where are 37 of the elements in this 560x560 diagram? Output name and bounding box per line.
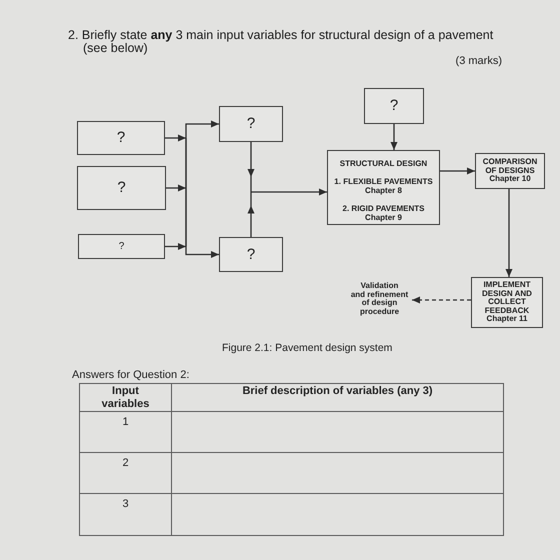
annotation-text: Validation and refinement of design procedure (347, 282, 412, 317)
process-box (471, 277, 543, 328)
process-box (364, 88, 424, 124)
process-box (327, 150, 440, 225)
box-label: ? (246, 246, 256, 264)
column-header: Input variables (79, 383, 172, 412)
arrow (185, 138, 219, 258)
process-box (219, 106, 283, 142)
box-label: ? (117, 179, 126, 197)
figure-caption: Figure 2.1: Pavement design system (222, 342, 392, 354)
box-label: 2. RIGID PAVEMENTS Chapter 9 (342, 204, 426, 222)
process-box (219, 237, 283, 272)
section-label: Answers for Question 2: (72, 369, 190, 381)
box-label: ? (118, 240, 124, 252)
box-label: IMPLEMENT DESIGN AND COLLECT FEEDBACK Chapter 11 (481, 281, 533, 324)
column-header: Brief description of variables (any 3) (171, 383, 504, 412)
arrow (390, 124, 398, 150)
arrow (166, 184, 186, 192)
arrow (506, 189, 512, 277)
process-box (475, 153, 545, 189)
arrow (165, 243, 186, 250)
box-label: 1. FLEXIBLE PAVEMENTS Chapter 8 (333, 177, 434, 195)
box-label: ? (390, 97, 398, 115)
marks-label: (3 marks) (454, 55, 502, 67)
box-label: COMPARISON OF DESIGNS Chapter 10 (482, 158, 538, 184)
box-label: ? (116, 129, 126, 147)
dashed-arrow (412, 296, 471, 304)
process-box (77, 166, 166, 210)
question-text: 2. Briefly state any 3 main input variables for structural design of a pavement (see below) (68, 29, 494, 55)
arrow (165, 134, 186, 142)
process-box (77, 121, 165, 155)
box-label: ? (246, 115, 256, 133)
process-box (78, 234, 165, 259)
box-heading: STRUCTURAL DESIGN (338, 159, 428, 168)
row-number: 3 (79, 493, 172, 536)
arrow (251, 188, 327, 196)
arrow (440, 168, 475, 174)
